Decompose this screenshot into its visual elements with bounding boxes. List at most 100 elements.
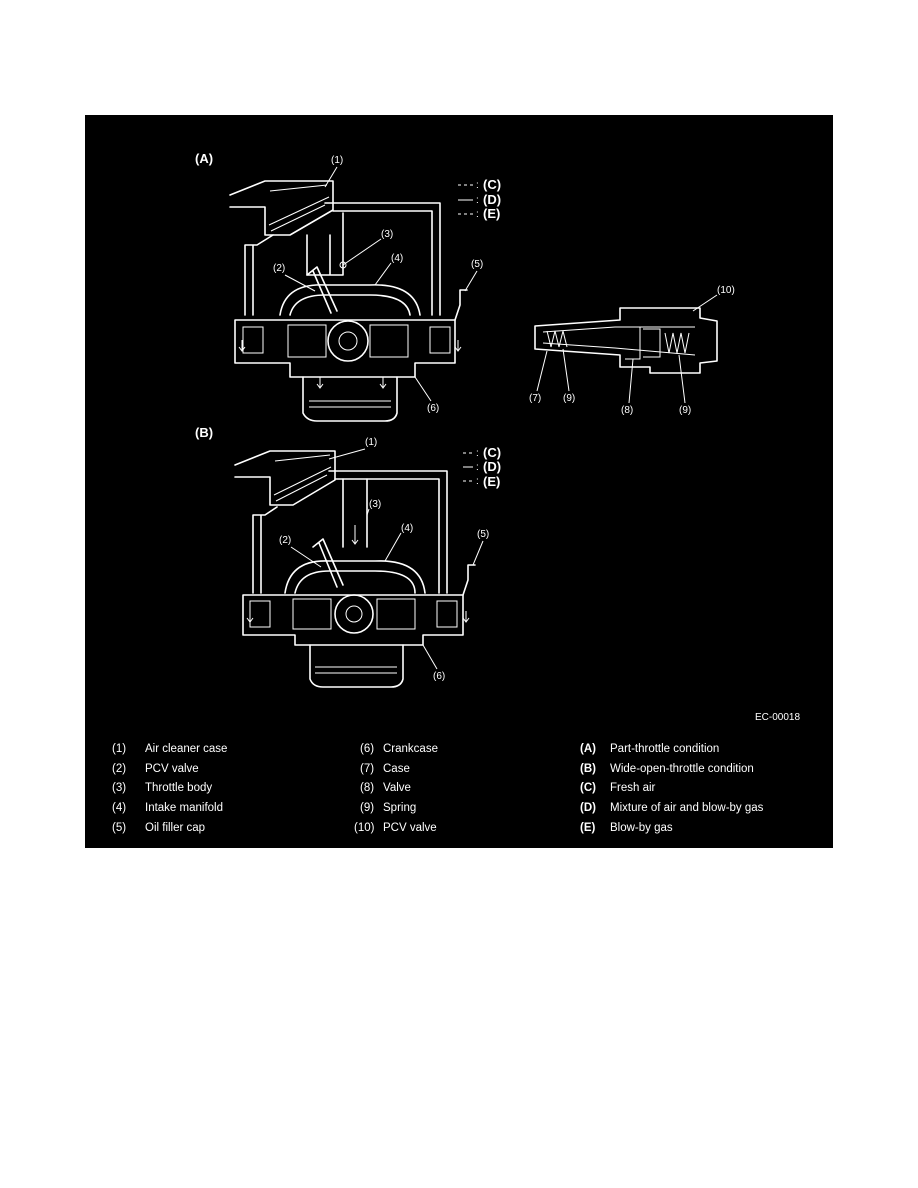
piston-right-a <box>369 324 409 358</box>
throttle-body-a <box>306 212 344 276</box>
air-cleaner-element-b <box>273 454 332 502</box>
key-d-b: (D) <box>483 459 501 474</box>
legend-text: Part-throttle condition <box>610 743 719 755</box>
blowby-pipe-a <box>324 202 441 316</box>
throttle-valve-a <box>339 261 347 269</box>
crankshaft-b <box>334 594 374 634</box>
spring-left <box>546 330 568 348</box>
flow-arrow-b3 <box>351 533 359 545</box>
piston-right-b <box>376 598 416 630</box>
legend-text: Crankcase <box>383 743 438 755</box>
throttle-body-b <box>342 478 368 548</box>
legend-num: (C) <box>580 782 596 794</box>
piston-left-b <box>292 598 332 630</box>
oil-filler-cap-a <box>454 289 468 321</box>
legend-num: (6) <box>360 743 374 755</box>
legend-col3: (A) Part-throttle condition (B) Wide-ope… <box>580 743 764 834</box>
oil-pan-b <box>309 644 404 688</box>
callout-b-2: (2) <box>279 535 291 546</box>
legend-num: (A) <box>580 743 596 755</box>
callout-a-4: (4) <box>391 253 403 264</box>
spring-right <box>664 332 690 354</box>
callout-b-5: (5) <box>477 529 489 540</box>
air-cleaner-case-b <box>234 450 336 506</box>
svg-text::: : <box>476 195 479 206</box>
flow-arrow-a4 <box>379 377 387 389</box>
callout-valve-8: (8) <box>621 405 633 416</box>
right-head-a <box>429 326 451 354</box>
valve-case <box>534 307 718 374</box>
callout-a-5: (5) <box>471 259 483 270</box>
callout-a-2: (2) <box>273 263 285 274</box>
engine-block-a <box>234 319 456 378</box>
svg-text::: : <box>476 180 479 191</box>
valve-plunger <box>625 326 661 360</box>
legend-num: (8) <box>360 782 374 794</box>
diagram-panel: (A) : <box>85 115 833 848</box>
legend-text: Intake manifold <box>145 802 223 814</box>
left-head-b <box>249 600 271 628</box>
air-cleaner-element-a <box>268 184 330 232</box>
legend-text: Throttle body <box>145 782 212 794</box>
legend-text: Spring <box>383 802 416 814</box>
legend-num: (3) <box>112 782 126 794</box>
diagram-a: (A) : <box>195 151 501 422</box>
intake-manifold-b <box>284 560 426 594</box>
key-c-b: (C) <box>483 445 501 460</box>
legend-text: Oil filler cap <box>145 822 205 834</box>
callout-valve-10: (10) <box>717 285 735 296</box>
callout-a-3: (3) <box>381 229 393 240</box>
svg-text::: : <box>476 462 479 473</box>
key-c-a: (C) <box>483 177 501 192</box>
legend-text: Mixture of air and blow-by gas <box>610 802 764 814</box>
callout-a-6: (6) <box>427 403 439 414</box>
legend-text: Air cleaner case <box>145 743 227 755</box>
svg-text::: : <box>476 476 479 487</box>
left-head-a <box>242 326 264 354</box>
legend-text: Fresh air <box>610 782 656 794</box>
legend-col2: (6) Crankcase (7) Case (8) Valve (9) Spr… <box>354 743 438 834</box>
legend-text: PCV valve <box>145 763 199 775</box>
figure-id: EC-00018 <box>755 712 800 723</box>
piston-left-a <box>287 324 327 358</box>
crankshaft-a <box>327 320 369 362</box>
fresh-air-pipe-a <box>244 234 274 316</box>
callout-a-1: (1) <box>331 155 343 166</box>
legend-num: (E) <box>580 822 596 834</box>
intake-manifold-a <box>279 284 421 316</box>
flow-arrow-a1 <box>238 340 246 352</box>
fresh-air-pipe-b <box>252 506 278 594</box>
callout-b-4: (4) <box>401 523 413 534</box>
legend-num: (B) <box>580 763 596 775</box>
pcv-system-diagram: (A) : <box>112 151 800 834</box>
legend-text: Wide-open-throttle condition <box>610 763 754 775</box>
key-e-a: (E) <box>483 206 500 221</box>
key-e-b: (E) <box>483 474 500 489</box>
callout-b-6: (6) <box>433 671 445 682</box>
legend-num: (1) <box>112 743 126 755</box>
legend: (1) Air cleaner case (2) PCV valve (3) T… <box>112 743 764 834</box>
legend-text: Valve <box>383 782 411 794</box>
svg-text::: : <box>476 209 479 220</box>
callout-valve-9a: (9) <box>563 393 575 404</box>
engine-block-b <box>242 594 464 646</box>
oil-level-a <box>309 400 391 408</box>
key-d-a: (D) <box>483 192 501 207</box>
legend-num: (7) <box>360 763 374 775</box>
crank-journal-b <box>345 605 363 623</box>
blowby-pipe-b <box>328 470 448 594</box>
svg-text::: : <box>476 448 479 459</box>
right-head-b <box>436 600 458 628</box>
flow-arrow-b2 <box>462 611 470 623</box>
legend-num: (5) <box>112 822 126 834</box>
pcv-hose-a <box>306 266 338 314</box>
diagram-b: (B) : : : (C) (D) (E) (1) (2) <box>195 425 501 688</box>
pcv-valve-detail: (10) (7) (9) (8) (9) <box>529 285 735 416</box>
oil-filler-cap-b <box>462 564 476 596</box>
oil-pan-a <box>302 376 398 422</box>
pcv-hose-b <box>312 538 344 588</box>
callout-b-1: (1) <box>365 437 377 448</box>
diagram-a-label: (A) <box>195 151 213 166</box>
flow-arrow-b1 <box>246 611 254 623</box>
legend-num: (4) <box>112 802 126 814</box>
